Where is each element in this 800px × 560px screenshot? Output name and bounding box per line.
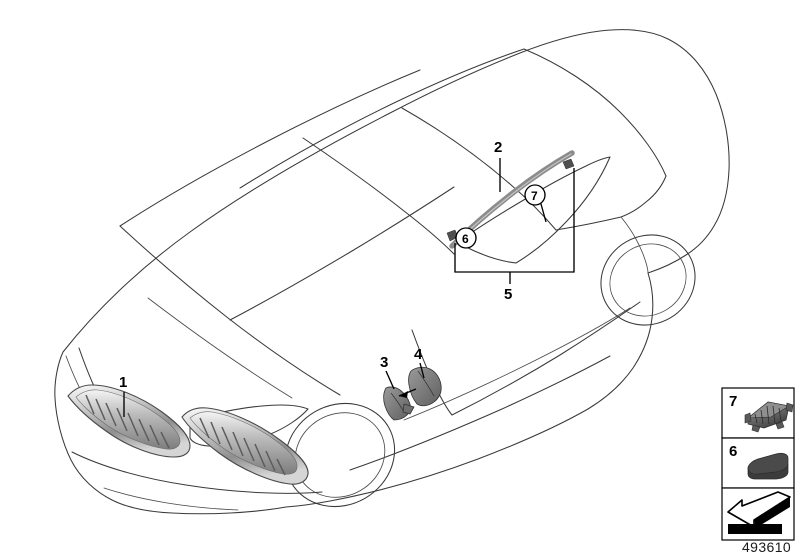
direction-arrow-base-bar bbox=[728, 524, 782, 534]
legend-box: 7 6 bbox=[721, 387, 795, 555]
pad-block-icon bbox=[747, 452, 789, 480]
front-lower-valance bbox=[103, 487, 239, 511]
cowl-lower-seam bbox=[229, 186, 455, 321]
car-roof-rear-profile bbox=[667, 38, 730, 227]
grille-left-slats bbox=[85, 394, 170, 449]
retainer-clip-prongs bbox=[744, 402, 794, 433]
callout-label-3: 3 bbox=[380, 354, 388, 371]
part-front-side-trim-group[interactable] bbox=[383, 366, 442, 421]
roof-panel-mid-seam bbox=[302, 137, 455, 255]
pad-block-top bbox=[747, 452, 789, 475]
headlight-outline bbox=[189, 404, 309, 447]
retainer-clip-icon bbox=[744, 401, 794, 433]
assembly-bracket-5 bbox=[454, 168, 575, 273]
callout-label-6: 6 bbox=[462, 232, 469, 246]
car-hood-upper-edge bbox=[62, 29, 669, 353]
direction-arrow-icon bbox=[727, 491, 791, 534]
side-window-opening bbox=[458, 156, 611, 264]
car-rear-lower-profile bbox=[587, 272, 654, 410]
car-outer-silhouette bbox=[54, 351, 287, 515]
callout-leaders-and-labels: 1 2 3 4 5 6 7 bbox=[119, 139, 575, 417]
part-3-trim-tab bbox=[402, 403, 415, 415]
retainer-clip-ribs bbox=[754, 405, 782, 425]
hood-center-crease bbox=[147, 297, 293, 399]
leader-line-3 bbox=[385, 370, 395, 390]
callout-label-4: 4 bbox=[414, 346, 423, 363]
grille-right-kidney[interactable] bbox=[181, 407, 309, 485]
legend-number-7: 7 bbox=[729, 393, 737, 410]
rear-wheel-outer bbox=[600, 234, 696, 326]
callout-label-1: 1 bbox=[119, 374, 127, 391]
part-link-arrow-head bbox=[399, 391, 408, 398]
car-body-illustration bbox=[54, 29, 730, 515]
rocker-panel-top-line bbox=[349, 355, 611, 471]
part-4-trim-fold bbox=[417, 370, 435, 397]
rear-deck-seam bbox=[555, 216, 622, 231]
leader-line-4 bbox=[419, 362, 425, 379]
car-rear-quarter-profile bbox=[647, 225, 715, 274]
diagram-id-number: 493610 bbox=[742, 539, 791, 555]
windshield-a-pillar-left bbox=[119, 225, 341, 396]
callout-label-5: 5 bbox=[504, 286, 512, 303]
windshield-base-line bbox=[119, 69, 421, 227]
rear-wheel-arch bbox=[600, 234, 696, 326]
grille-right-inner bbox=[189, 411, 298, 475]
front-fascia-line bbox=[71, 451, 323, 494]
part-kidney-grille[interactable] bbox=[67, 384, 309, 485]
roof-front-edge bbox=[239, 48, 525, 189]
callout-label-7: 7 bbox=[531, 189, 538, 203]
rear-quarter-panel-crease bbox=[620, 216, 649, 274]
direction-arrow-solid-wedge bbox=[754, 497, 790, 528]
c-pillar-line bbox=[620, 175, 667, 218]
body-side-lower-crease bbox=[403, 307, 631, 421]
rear-wheel-inner bbox=[609, 243, 687, 317]
legend-number-6: 6 bbox=[729, 443, 737, 460]
grille-right-slats bbox=[199, 417, 286, 476]
roof-panel-rear-edge bbox=[401, 107, 557, 231]
grille-left-kidney[interactable] bbox=[67, 384, 191, 458]
callout-label-2: 2 bbox=[494, 139, 502, 156]
body-side-upper-crease bbox=[451, 301, 641, 416]
callout-circle-7[interactable] bbox=[524, 184, 546, 206]
clip-marker-7 bbox=[562, 158, 575, 170]
rear-glass-upper bbox=[523, 48, 667, 177]
part-4-trim-piece[interactable] bbox=[408, 366, 442, 407]
callout-circle-6[interactable] bbox=[455, 227, 477, 249]
